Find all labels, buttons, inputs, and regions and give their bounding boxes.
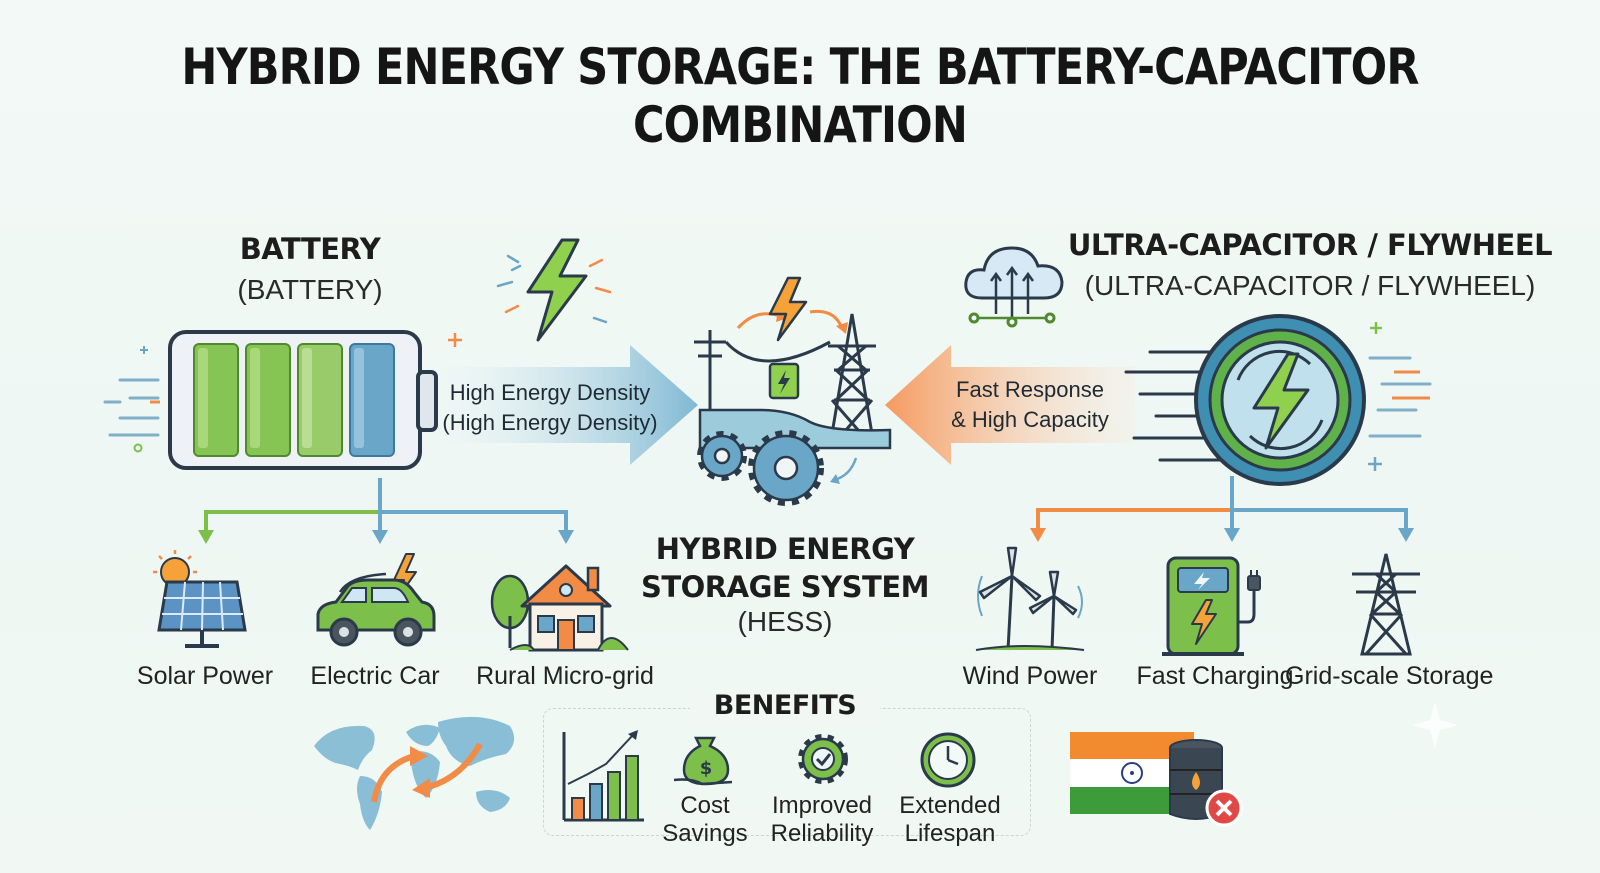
benefit-cost-savings: Cost Savings [662, 792, 748, 847]
battery-icon [103, 330, 462, 470]
page-title: HYBRID ENERGY STORAGE: THE BATTERY-CAPAC… [181, 38, 1419, 154]
reliability-gear-icon [798, 734, 848, 784]
benefit-extended-lifespan: Extended Lifespan [899, 792, 1001, 847]
hess-label: HYBRID ENERGY STORAGE SYSTEM [640, 532, 930, 604]
benefit-improved-reliability: Improved Reliability [770, 792, 874, 847]
grid-tower-icon [1352, 553, 1420, 656]
battery-branch-arrows [198, 478, 574, 544]
svg-text:$: $ [700, 758, 713, 779]
lightning-bolt-icon [496, 238, 612, 342]
wind-turbine-icon [975, 546, 1085, 651]
battery-heading: BATTERY [239, 232, 381, 266]
energy-density-label: High Energy Density (High Energy Density… [442, 380, 658, 435]
fast-response-arrow [885, 345, 1135, 465]
cloud-network-icon [964, 246, 1064, 328]
fast-response-label: Fast Response & High Capacity [951, 377, 1109, 432]
house-icon [490, 564, 629, 652]
sparkle-icon [1412, 702, 1458, 748]
solar-panel-icon [153, 550, 247, 648]
electric-car-icon [316, 553, 436, 647]
charging-station-icon [1162, 556, 1261, 656]
energy-density-arrow [440, 345, 698, 465]
hess-grid-icon [694, 276, 892, 506]
capacitor-heading: ULTRA-CAPACITOR / FLYWHEEL [1067, 228, 1553, 262]
capacitor-branch-arrows [1030, 476, 1414, 542]
benefits-heading: BENEFITS [690, 690, 880, 721]
growth-chart-icon [562, 730, 644, 822]
battery-subheading: (BATTERY) [237, 274, 383, 305]
world-map-icon [314, 716, 515, 830]
use-solar-power: Solar Power [136, 662, 274, 690]
use-rural-micro-grid: Rural Micro-grid [476, 662, 654, 690]
use-grid-scale-storage: Grid-scale Storage [1285, 662, 1494, 690]
capacitor-subheading: (ULTRA-CAPACITOR / FLYWHEEL) [1084, 270, 1536, 301]
use-fast-charging: Fast Charging [1136, 662, 1294, 690]
oil-barrel-icon [1169, 739, 1243, 827]
hess-abbrev: (HESS) [737, 606, 833, 637]
use-electric-car: Electric Car [310, 662, 440, 690]
use-wind-power: Wind Power [962, 662, 1098, 690]
flywheel-icon [1124, 314, 1432, 486]
money-bag-icon: $ [673, 736, 733, 786]
clock-icon [920, 732, 976, 788]
